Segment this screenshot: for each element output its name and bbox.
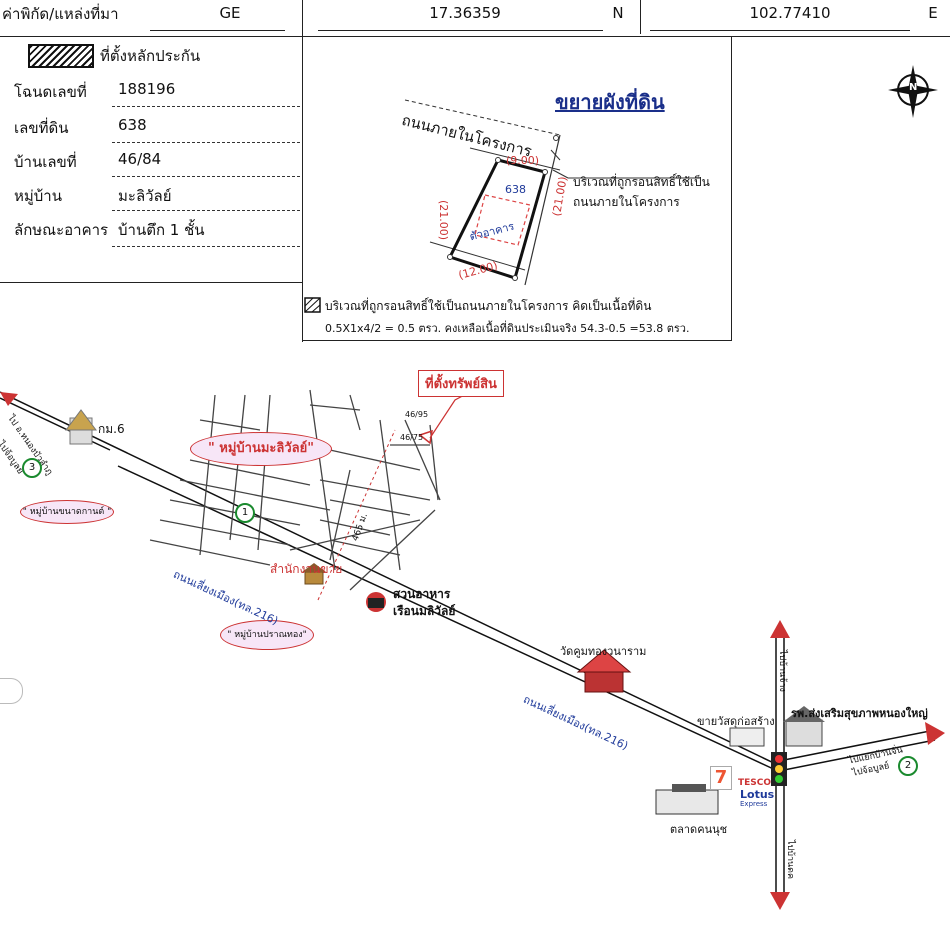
km-label: กม.6 [98,422,125,436]
asset-location-label: ที่ตั้งทรัพย์สิน [418,370,504,397]
hospital-label: รพ.ส่งเสริมสุขภาพหนองใหญ่ [791,707,928,720]
restaurant-label-1: สวนอาหาร [393,587,451,601]
page-hole-mark [0,678,23,704]
route-marker-1: 1 [235,503,255,523]
tesco-logo: TESCO [738,778,772,788]
village-main-label: " หมู่บ้านมะลิวัลย์" [190,432,332,466]
plot-left-dim: (21.00) [437,200,450,241]
express-logo: Express [740,800,768,808]
restaurant-label-2: เรือนมลิวัลย์ [393,604,456,618]
lotus-logo: Lotus [740,788,775,801]
info-label-land: เลขที่ดิน [14,119,69,137]
to-south-label: ไปบ้านดค [785,840,795,880]
plot-encroach-note-1: บริเวณที่ถูกรอนสิทธิ์ใช้เป็น [573,175,710,189]
coords-lat-dir: N [612,4,624,22]
info-value-land: 638 [118,116,147,134]
plot-top-dim: (9.00) [506,154,540,167]
seven-eleven-logo: 7 [710,766,732,790]
plot-title: ขยายผังที่ดิน [555,90,665,114]
info-label-house: บ้านเลขที่ [14,153,77,171]
route-marker-3: 3 [22,458,42,478]
coords-label: ค่าพิกัด/แหล่งที่มา [2,5,119,23]
house-b-label: 46/75 [400,433,424,442]
info-value-house: 46/84 [118,150,162,168]
info-value-building: บ้านตึก 1 ชั้น [118,221,205,239]
info-value-deed: 188196 [118,80,176,98]
house-a-label: 46/95 [405,410,429,419]
village-left-label: " หมู่บ้านขนาดกานต์ " [20,500,114,524]
sales-office-label: สำนักงานขาย [270,562,343,576]
plot-encroach-note-2: ถนนภายในโครงการ [573,195,680,209]
compass-icon: N [909,82,918,93]
route-marker-2: 2 [898,756,918,776]
village-bottom-label: " หมู่บ้านปราณทอง" [220,620,314,650]
legend-title: ที่ตั้งหลักประกัน [100,47,201,65]
info-label-deed: โฉนดเลขที่ [14,83,87,101]
coords-lat: 17.36359 [429,4,501,22]
info-label-village: หมู่บ้าน [14,187,62,205]
info-label-building: ลักษณะอาคาร [14,221,109,239]
plot-parcel-no: 638 [505,183,526,196]
legend-hatch-swatch [28,44,94,68]
plot-footnote-1: บริเวณที่ถูกรอนสิทธิ์ใช้เป็นถนนภายในโครง… [325,299,652,313]
temple-label: วัดคูมทองวนาราม [560,645,647,658]
coords-source: GE [219,4,241,22]
plot-footnote-2: 0.5X1x4/2 = 0.5 ตรว. คงเหลือเนื้อที่ดินป… [325,322,690,335]
to-north-label: ไปบ้านจ้าง [777,650,787,692]
market-label: ตลาดคนนุช [670,823,728,836]
coords-lon-dir: E [928,4,938,22]
coords-lon: 102.77410 [749,4,831,22]
construction-shop-label: ขายวัสดุก่อสร้าง [697,715,775,728]
info-value-village: มะลิวัลย์ [118,187,172,205]
